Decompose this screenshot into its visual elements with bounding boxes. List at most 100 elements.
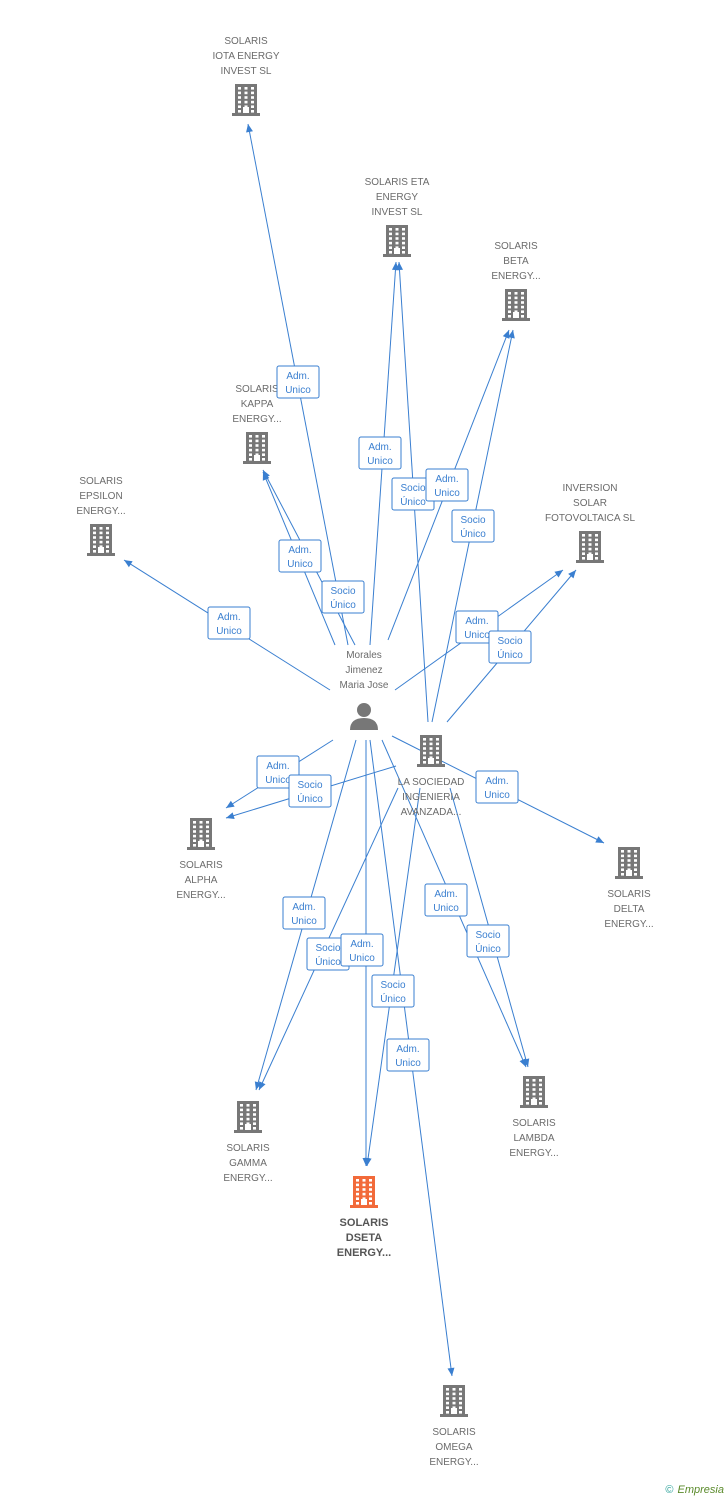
edge-badge[interactable]: Adm.Unico xyxy=(475,770,519,804)
node-label: SOLARIS xyxy=(224,36,268,47)
edge-badge-label: Único xyxy=(297,792,323,805)
edge-badge-label: Unico xyxy=(216,626,242,637)
node-kappa[interactable]: SOLARISKAPPAENERGY... xyxy=(232,384,282,464)
node-omega[interactable]: SOLARISOMEGAENERGY... xyxy=(429,1385,479,1468)
edge-badge-box xyxy=(386,1038,430,1072)
edge-badge-label: Adm. xyxy=(434,889,457,900)
edge-badge[interactable]: Adm.Unico xyxy=(425,468,469,502)
building-icon xyxy=(350,1176,378,1208)
edge-badge-label: Unico xyxy=(287,559,313,570)
node-beta[interactable]: SOLARISBETAENERGY... xyxy=(491,241,541,321)
edge-badge-label: Unico xyxy=(433,903,459,914)
edge-badge-label: Unico xyxy=(291,916,317,927)
edge-badge-label: Socio xyxy=(475,930,500,941)
arrowhead-icon xyxy=(522,1058,530,1067)
node-label: SOLARIS xyxy=(235,384,279,395)
edge-badge-label: Adm. xyxy=(435,474,458,485)
node-dseta[interactable]: SOLARISDSETAENERGY... xyxy=(337,1176,391,1259)
edge-badge-label: Adm. xyxy=(288,545,311,556)
edge-badge[interactable]: Adm. Unico xyxy=(278,539,322,573)
edge-badge-label: Socio xyxy=(315,943,340,954)
node-alpha[interactable]: SOLARISALPHAENERGY... xyxy=(176,818,226,901)
edge-badge[interactable]: Adm. Unico xyxy=(358,436,402,470)
node-label: INVERSION xyxy=(562,483,617,494)
edge-badge-label: Único xyxy=(460,527,486,540)
edge-badge-label: Adm. xyxy=(266,761,289,772)
node-epsilon[interactable]: SOLARISEPSILONENERGY... xyxy=(76,476,126,556)
edge-badge-label: Adm. xyxy=(465,616,488,627)
edge-badge-label: Adm. xyxy=(368,442,391,453)
building-icon xyxy=(234,1101,262,1133)
node-label: IOTA ENERGY xyxy=(212,51,279,62)
node-delta[interactable]: SOLARIS DELTA ENERGY... xyxy=(604,847,654,930)
node-label: ENERGY... xyxy=(176,890,225,901)
edge-badge-label: Único xyxy=(475,942,501,955)
arrowhead-icon xyxy=(502,330,510,339)
edge-badge-box xyxy=(455,610,499,644)
node-label: OMEGA xyxy=(435,1442,473,1453)
edge-badge-box xyxy=(488,630,532,664)
node-label: Morales xyxy=(346,650,382,661)
edge-badge-label: Unico xyxy=(349,953,375,964)
node-label: LA SOCIEDAD xyxy=(398,777,465,788)
building-icon xyxy=(502,289,530,321)
edge-badge[interactable]: Adm. Unico xyxy=(424,883,468,917)
node-gamma[interactable]: SOLARISGAMMAENERGY... xyxy=(223,1101,273,1184)
node-label: FOTOVOLTAICA SL xyxy=(545,513,635,524)
node-label: AVANZADA... xyxy=(401,807,462,818)
edge-badge[interactable]: Adm.Unico xyxy=(455,610,499,644)
node-label: SOLARIS xyxy=(432,1427,476,1438)
node-label: SOLARIS xyxy=(607,889,651,900)
node-label: EPSILON xyxy=(79,491,122,502)
node-label: ENERGY... xyxy=(232,414,281,425)
node-label: ENERGY... xyxy=(604,919,653,930)
edge-badge[interactable]: Adm.Unico xyxy=(276,365,320,399)
edge-badge-label: Único xyxy=(400,495,426,508)
building-icon xyxy=(440,1385,468,1417)
building-icon xyxy=(576,531,604,563)
arrowhead-icon xyxy=(568,570,576,579)
edge-badge[interactable]: Adm.Unico xyxy=(207,606,251,640)
node-label: SOLAR xyxy=(573,498,607,509)
arrowhead-icon xyxy=(507,330,515,339)
edge-badge-label: Socio xyxy=(297,780,322,791)
edge-badge[interactable]: Adm.Unico xyxy=(340,933,384,967)
node-label: DELTA xyxy=(614,904,645,915)
edge-badge-label: Adm. xyxy=(485,776,508,787)
edge-badge-box xyxy=(466,924,510,958)
node-inversion[interactable]: INVERSION SOLAR FOTOVOLTAICA SL xyxy=(545,483,635,563)
arrowhead-icon xyxy=(226,812,235,820)
arrowhead-icon xyxy=(447,1367,455,1376)
edge-badge[interactable]: Adm.Unico xyxy=(282,896,326,930)
edge-badge-label: Unico xyxy=(367,456,393,467)
person-icon xyxy=(350,703,378,730)
building-icon xyxy=(520,1076,548,1108)
edge-badge-label: Adm. xyxy=(396,1044,419,1055)
node-label: DSETA xyxy=(346,1232,383,1244)
edge-badge-label: Único xyxy=(330,598,356,611)
arrowhead-icon xyxy=(554,570,563,578)
edge-badge[interactable]: Adm. Unico xyxy=(386,1038,430,1072)
node-sociedad[interactable]: LA SOCIEDADINGENIERIAAVANZADA... xyxy=(398,735,465,818)
node-label: SOLARIS xyxy=(494,241,538,252)
edge-badge-label: Único xyxy=(380,992,406,1005)
node-label: SOLARIS xyxy=(512,1118,556,1129)
node-label: GAMMA xyxy=(229,1158,267,1169)
node-lambda[interactable]: SOLARISLAMBDAENERGY... xyxy=(509,1076,559,1159)
edge-badge-box xyxy=(358,436,402,470)
footer-brand[interactable]: ©Empresia xyxy=(665,1484,724,1496)
edge-badge-label: Unico xyxy=(395,1058,421,1069)
arrowhead-icon xyxy=(124,560,133,568)
